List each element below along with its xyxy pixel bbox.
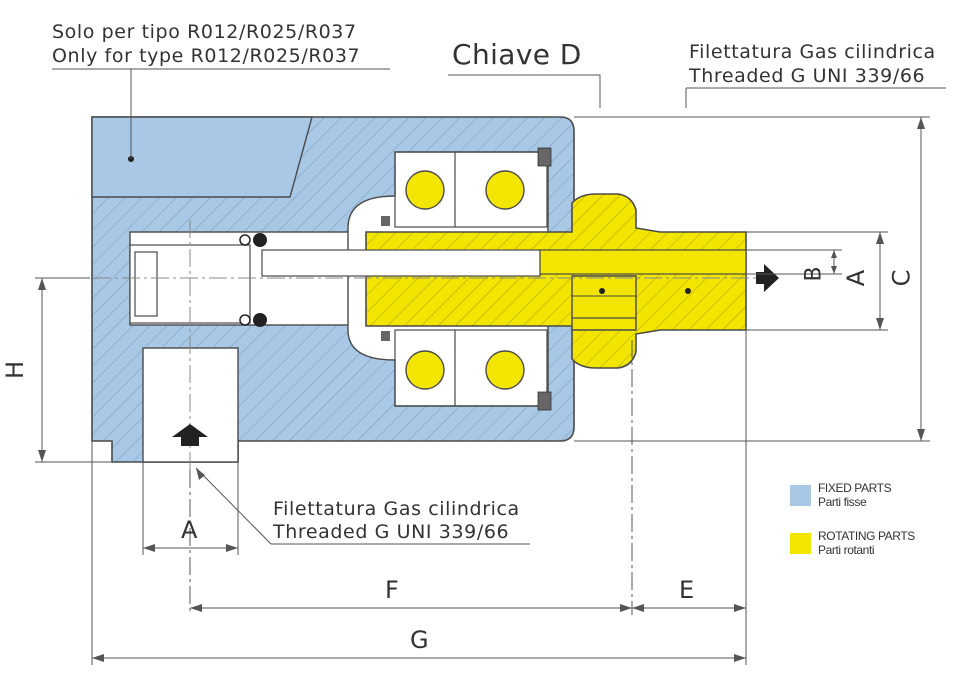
body-pocket	[91, 116, 313, 198]
rotating-shaft	[261, 147, 747, 411]
o-ring	[381, 331, 390, 341]
dim-label-b: B	[801, 266, 827, 282]
shaft-bore-outlet	[539, 249, 747, 275]
dim-label-h: H	[1, 360, 30, 380]
dim-label-f: F	[385, 576, 399, 604]
flow-arrow-right-icon	[756, 264, 779, 292]
marker-dot	[599, 288, 605, 294]
shaft-bore	[261, 249, 541, 277]
legend-label-rotating-it: Parti rotanti	[818, 543, 875, 557]
dimension-arrowheads	[38, 117, 925, 662]
dim-label-c: C	[887, 269, 916, 287]
legend-label-rotating-en: ROTATING PARTS	[818, 529, 915, 543]
dim-label-g: G	[410, 626, 429, 654]
note-type-italian: Solo per tipo R012/R025/R037	[52, 21, 357, 43]
snap-ring	[537, 391, 552, 411]
seal-o-ring	[239, 234, 251, 246]
bearing-ball	[405, 170, 445, 210]
bearing-ring-lower	[394, 329, 548, 407]
seal-o-ring	[253, 313, 267, 327]
seal-core	[134, 251, 158, 317]
bearing-ball	[485, 350, 525, 390]
dim-label-a-bottom: A	[181, 516, 198, 544]
legend-swatch-fixed	[790, 485, 811, 506]
bearing-ball	[485, 170, 525, 210]
seal-o-ring	[239, 314, 251, 326]
seal-o-ring	[253, 233, 267, 247]
note-thread-bottom-english: Threaded G UNI 339/66	[273, 521, 510, 543]
bearing-ring-upper	[394, 151, 548, 228]
hex-key	[571, 275, 637, 331]
note-thread-top-english: Threaded G UNI 339/66	[689, 65, 926, 87]
note-key-size: Chiave D	[452, 38, 582, 71]
note-thread-bottom-italian: Filettatura Gas cilindrica	[273, 498, 520, 520]
leader-lines	[52, 68, 946, 545]
legend-label-fixed-it: Parti fisse	[818, 495, 867, 509]
note-type-english: Only for type R012/R025/R037	[52, 45, 361, 67]
dim-label-e: E	[679, 576, 695, 604]
note-thread-top-italian: Filettatura Gas cilindrica	[689, 41, 936, 63]
dim-label-a-right: A	[842, 269, 871, 287]
marker-dot	[685, 288, 691, 294]
snap-ring	[537, 147, 552, 167]
o-ring	[381, 216, 390, 226]
dimension-lines	[35, 116, 930, 665]
flow-arrow-up-icon	[172, 424, 208, 446]
legend-label-fixed-en: FIXED PARTS	[818, 481, 892, 495]
legend-swatch-rotating	[790, 533, 811, 554]
bearing-ball	[405, 350, 445, 390]
